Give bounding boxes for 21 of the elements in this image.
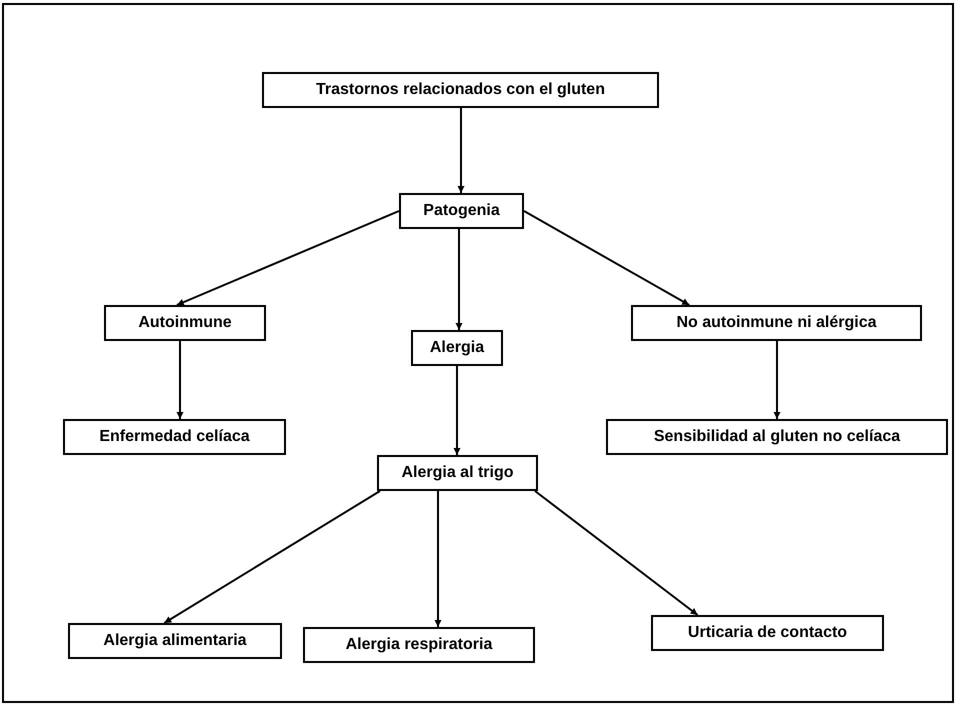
arrow (534, 490, 698, 616)
process-box: Enfermedad celíaca (63, 419, 286, 455)
process-box: Sensibilidad al gluten no celíaca (606, 419, 948, 455)
process-box: Trastornos relacionados con el gluten (262, 72, 659, 108)
arrow (176, 341, 184, 419)
arrow (176, 210, 400, 306)
process-box: Autoinmune (104, 305, 266, 341)
process-box: Alergia respiratoria (303, 627, 535, 663)
arrow (164, 490, 381, 624)
arrow (774, 341, 780, 419)
process-box: Alergia al trigo (377, 455, 538, 491)
process-box: Alergia alimentaria (68, 623, 282, 659)
arrow (524, 210, 690, 306)
process-box: Patogenia (399, 193, 524, 229)
arrow (434, 491, 442, 627)
process-box: No autoinmune ni alérgica (631, 305, 922, 341)
process-box: Urticaria de contacto (651, 615, 884, 651)
process-box: Alergia (411, 330, 503, 366)
arrow (456, 229, 462, 330)
arrow (458, 108, 464, 193)
arrow (454, 366, 460, 455)
